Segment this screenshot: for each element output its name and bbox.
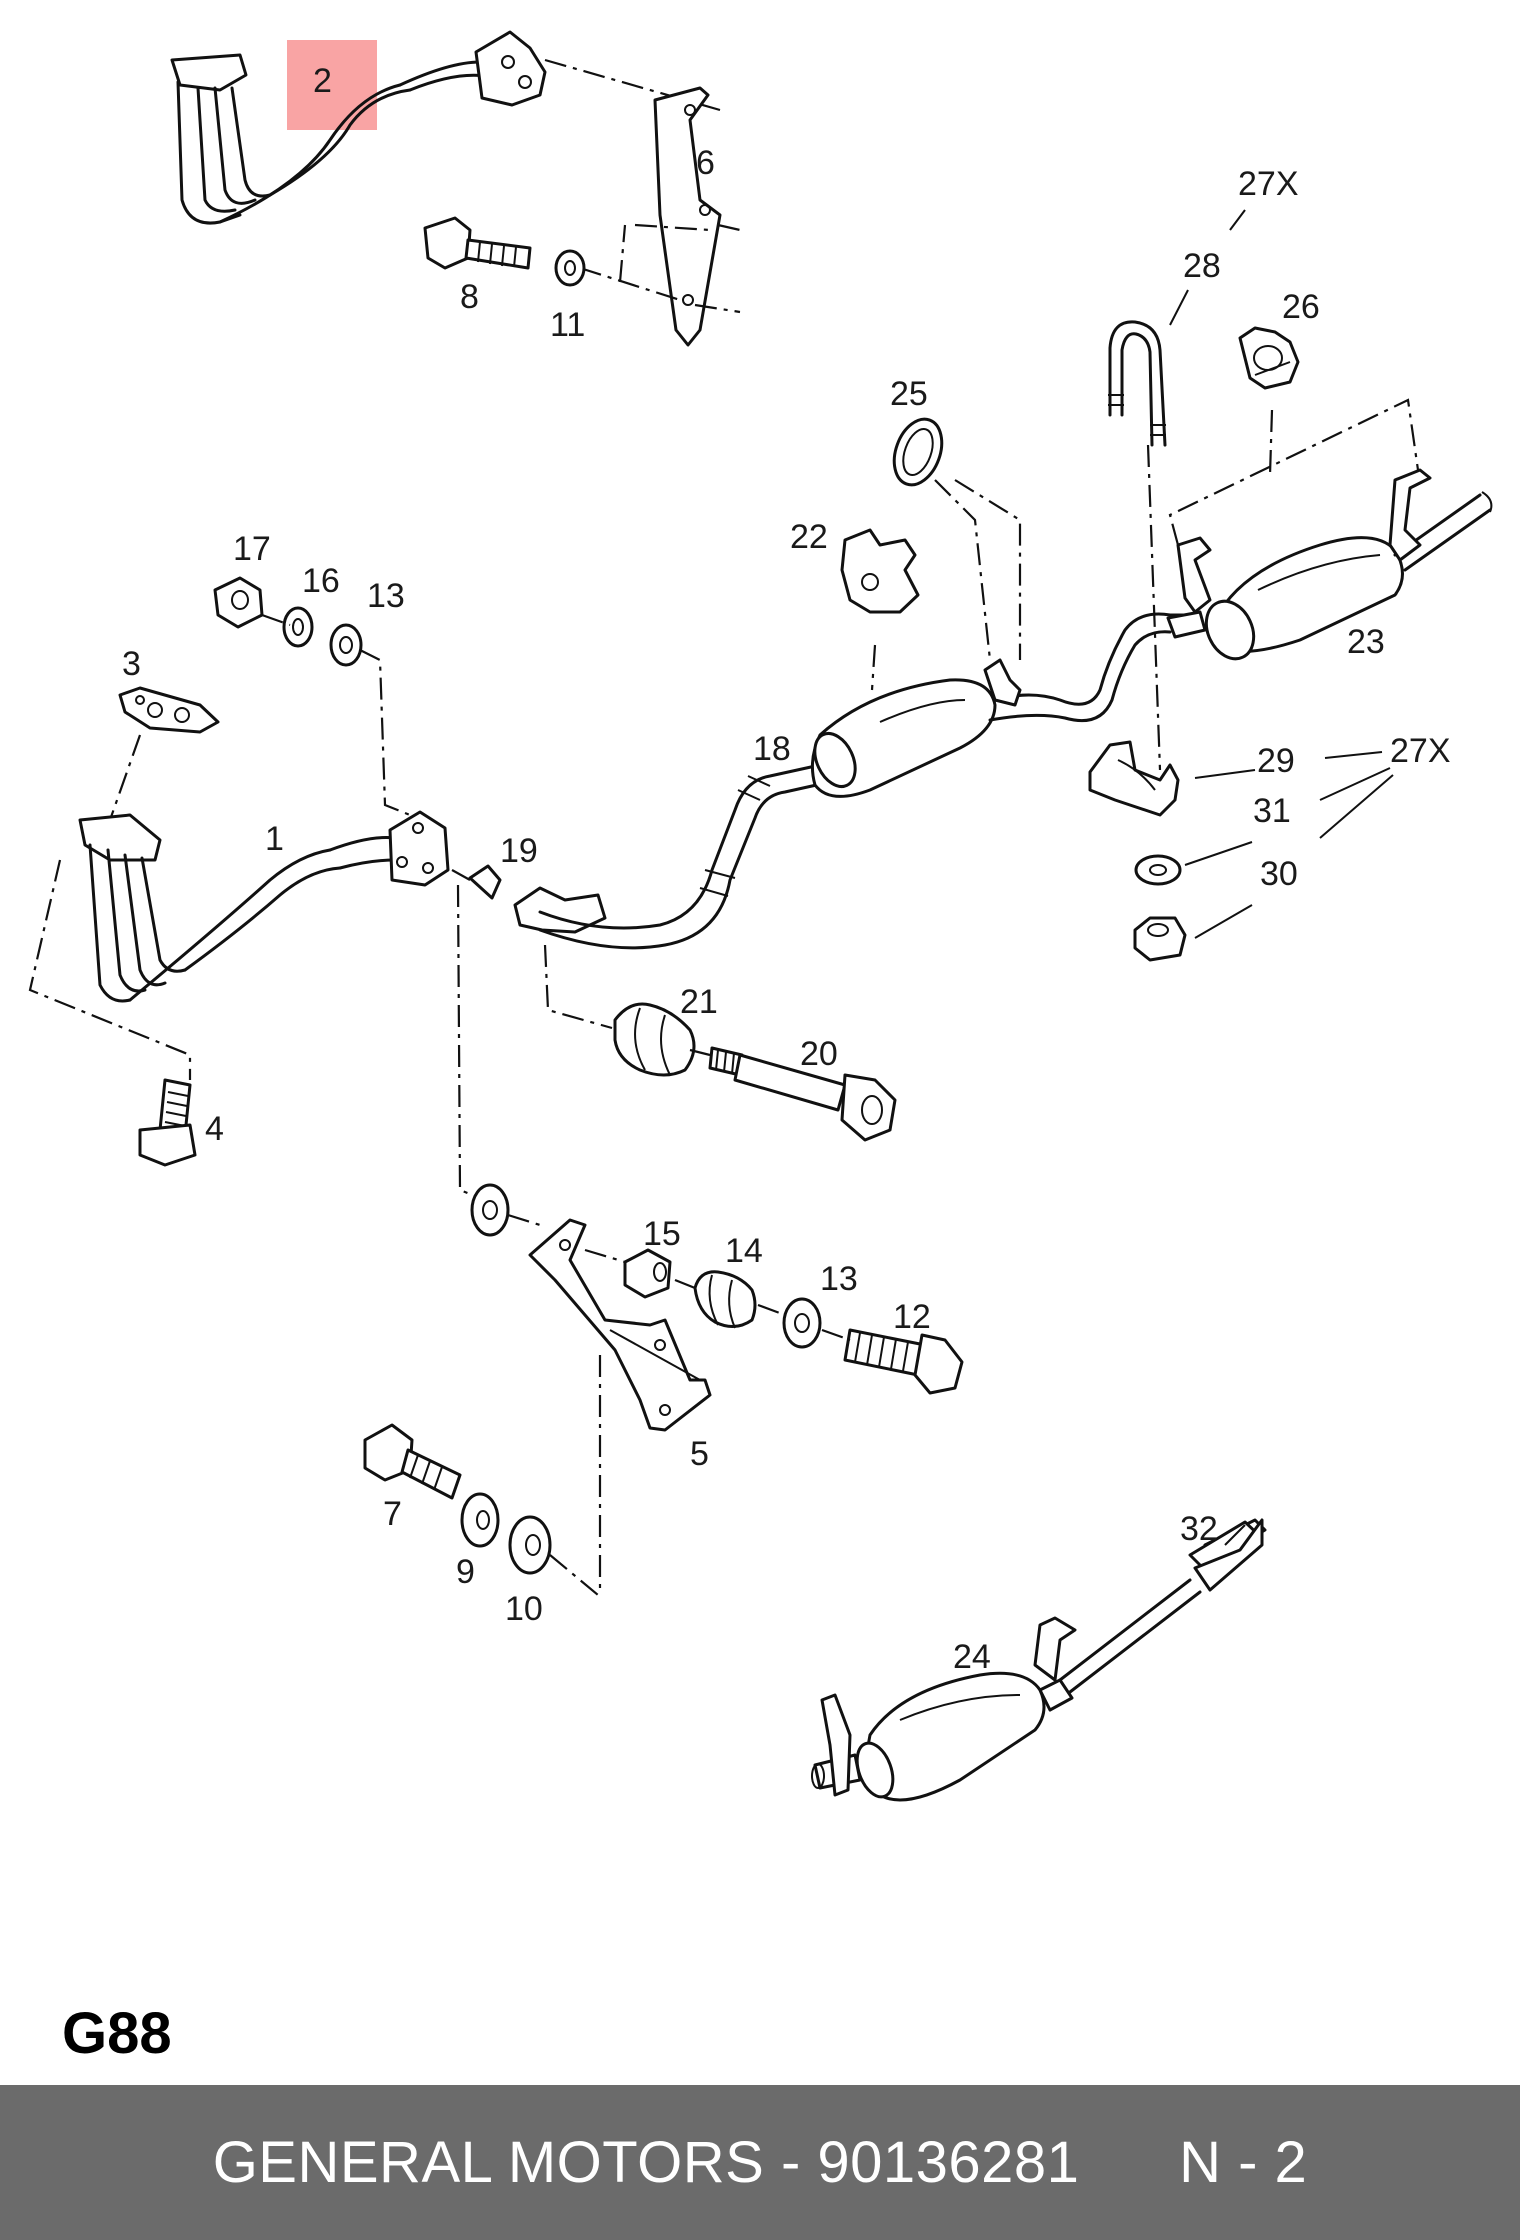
footer-part-number: GENERAL MOTORS - 90136281 N - 2 — [212, 2130, 1308, 2195]
bolt-4 — [138, 1078, 197, 1167]
rear-muffler-23 — [1166, 468, 1493, 661]
callout-20: 20 — [800, 1035, 838, 1073]
callout-3: 3 — [122, 645, 141, 683]
washer-31 — [1134, 854, 1182, 886]
nut-30 — [1133, 916, 1187, 962]
washer-9 — [460, 1492, 500, 1548]
washer-16 — [282, 606, 314, 648]
callout-1: 1 — [265, 820, 284, 858]
bracket-5 — [528, 1218, 712, 1432]
callout-4: 4 — [205, 1110, 224, 1148]
leader-28 — [1169, 289, 1189, 326]
washer-lower — [470, 1183, 510, 1237]
stud-19 — [468, 864, 502, 900]
spacer-15 — [623, 1248, 672, 1299]
callout-18: 18 — [753, 730, 791, 768]
callout-30: 30 — [1260, 855, 1298, 893]
callout-6: 6 — [696, 144, 715, 182]
bolt-7 — [363, 1423, 462, 1500]
diagram-code: G88 — [62, 2001, 172, 2066]
nut-17 — [213, 576, 264, 629]
callout-19: 19 — [500, 832, 538, 870]
leader-27x-29 — [1324, 751, 1383, 759]
callout-8: 8 — [460, 278, 479, 316]
leader-32 — [1224, 1524, 1246, 1546]
bolt-12 — [843, 1328, 964, 1395]
callout-2: 2 — [313, 62, 332, 100]
callout-13-lower: 13 — [820, 1260, 858, 1298]
gasket-3 — [118, 686, 220, 734]
center-pipe — [513, 763, 832, 950]
callout-24: 24 — [953, 1638, 991, 1676]
footer-bar: GENERAL MOTORS - 90136281 N - 2 — [0, 2085, 1520, 2240]
clamp-29 — [1088, 740, 1180, 817]
part-2-highlight — [287, 40, 377, 130]
callout-12: 12 — [893, 1298, 931, 1336]
washer-13-upper — [329, 623, 363, 667]
washer-13-lower — [782, 1297, 822, 1349]
callout-13-upper: 13 — [367, 577, 405, 615]
callout-29: 29 — [1257, 742, 1295, 780]
leader-30 — [1194, 904, 1253, 939]
callout-11: 11 — [550, 306, 585, 344]
bolt-8 — [423, 216, 532, 270]
callout-10: 10 — [505, 1590, 543, 1628]
washer-11 — [554, 249, 586, 287]
front-pipe-1 — [78, 810, 450, 1003]
u-bolt-28 — [1108, 320, 1167, 447]
washer-10 — [508, 1515, 552, 1575]
bracket-6 — [653, 86, 722, 347]
callout-23: 23 — [1347, 623, 1385, 661]
callout-25: 25 — [890, 375, 928, 413]
callout-32: 32 — [1180, 1510, 1218, 1548]
leader-27x-30 — [1319, 774, 1394, 839]
muffler-18 — [810, 678, 997, 798]
bolt-20 — [708, 1046, 897, 1142]
leader-27x-28 — [1229, 209, 1246, 231]
leader-27x-31 — [1319, 767, 1391, 801]
seal-ring-25 — [892, 417, 944, 487]
callout-22: 22 — [790, 518, 828, 556]
callout-27x-right: 27X — [1390, 732, 1451, 770]
callout-31: 31 — [1253, 792, 1291, 830]
rubber-insulator-26 — [1238, 326, 1300, 390]
callout-15: 15 — [643, 1215, 681, 1253]
callout-28: 28 — [1183, 247, 1221, 285]
tail-pipe-32 — [1193, 1518, 1264, 1592]
callout-26: 26 — [1282, 288, 1320, 326]
callout-27x-top: 27X — [1238, 165, 1299, 203]
leader-31 — [1184, 841, 1253, 866]
front-pipe-upper — [170, 30, 547, 225]
callout-14: 14 — [725, 1232, 763, 1270]
callout-9: 9 — [456, 1553, 475, 1591]
callout-21: 21 — [680, 983, 718, 1021]
rubber-bushing-21 — [613, 1002, 696, 1077]
leader-29 — [1194, 769, 1256, 779]
callout-17: 17 — [233, 530, 271, 568]
bushing-14 — [693, 1270, 757, 1329]
callout-7: 7 — [383, 1495, 402, 1533]
rubber-mount-22 — [840, 528, 920, 614]
exhaust-system-diagram: 2 6 8 11 27X 28 26 25 22 17 16 13 3 23 1… — [28, 30, 1493, 1802]
callout-5: 5 — [690, 1435, 709, 1473]
callout-16: 16 — [302, 562, 340, 600]
rear-silencer-24 — [811, 1518, 1267, 1802]
